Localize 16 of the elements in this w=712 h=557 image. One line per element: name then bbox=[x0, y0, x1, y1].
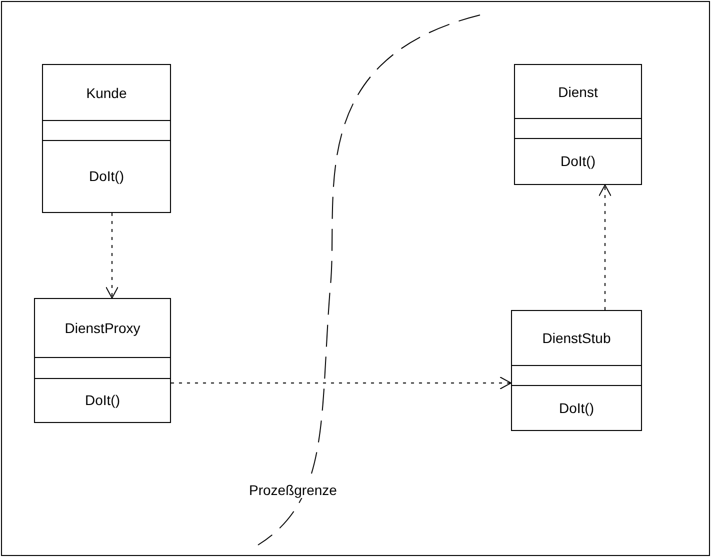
method-name: DoIt() bbox=[559, 400, 594, 416]
method-name: DoIt() bbox=[560, 153, 596, 170]
method-name: DoIt() bbox=[89, 168, 124, 184]
boundary-label: Prozeßgrenze bbox=[249, 482, 337, 498]
method-name: DoIt() bbox=[85, 392, 120, 408]
dependency-arrow bbox=[106, 212, 118, 298]
class-name: Dienst bbox=[558, 84, 598, 100]
class-box bbox=[42, 64, 171, 213]
class-box bbox=[34, 298, 171, 423]
class-name: DienstStub bbox=[542, 330, 611, 346]
class-box bbox=[514, 64, 642, 185]
class-name: DienstProxy bbox=[64, 320, 140, 336]
class-box bbox=[511, 310, 642, 431]
dependency-arrow bbox=[598, 184, 612, 310]
class-name: Kunde bbox=[86, 84, 127, 101]
dependency-arrow bbox=[170, 376, 512, 390]
